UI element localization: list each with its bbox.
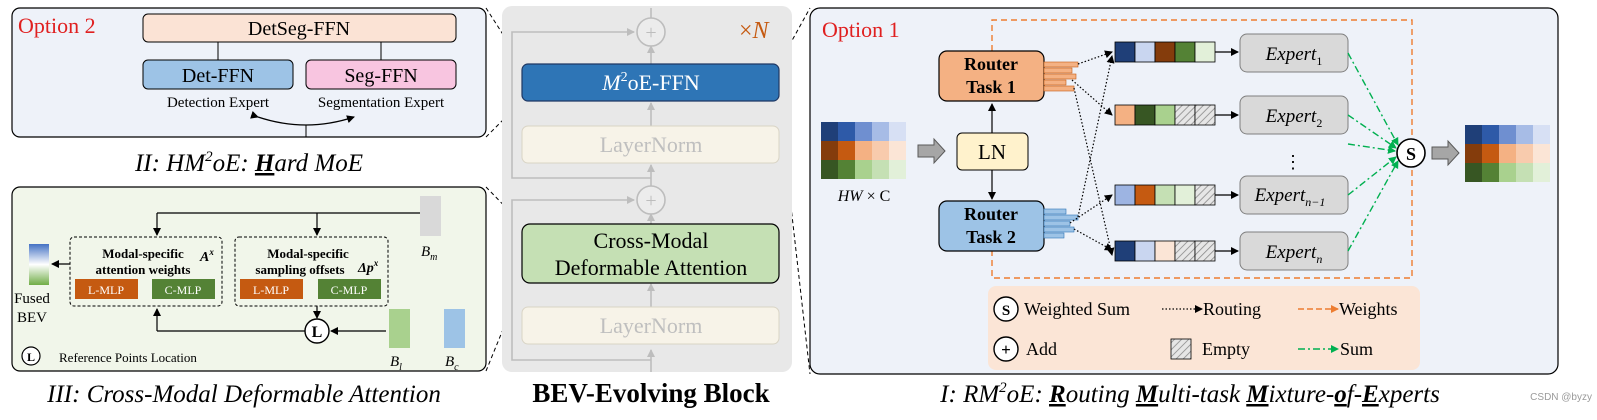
routing-moe-panel: Option 1 HW × C LN Router Task 1 [809,7,1559,375]
c-mlp-box-2 [318,279,381,299]
legend-box: S Weighted Sum Routing Weights + Add Emp… [988,286,1420,370]
watermark: CSDN @byzy [1530,392,1592,403]
l-symbol-text: L [312,324,323,341]
legend-add-icon [993,336,1019,362]
block-caption: BEV-Evolving Block [532,378,769,408]
expert-2-tokens [1114,104,1216,126]
hw-c-label: HW × C [837,188,891,205]
cross-modal-label-2: Deformable Attention [555,255,747,280]
experts-ellipsis: ⋮ [1284,152,1302,172]
routing-lines [1069,50,1115,256]
router-task-1-label-2: Task 1 [966,77,1016,97]
attention-weights-title-2: attention weights [96,262,191,277]
sampling-offsets-title-2: sampling offsets [255,262,344,277]
sum-lines [1347,52,1399,252]
seg-ffn-label: Seg-FFN [344,65,417,87]
cross-modal-label-1: Cross-Modal [594,228,709,253]
plus-bottom-text: + [645,190,656,212]
hard-moe-caption: II: HM2oE: Hard MoE [134,149,363,177]
expert-n-label: Expertn [1265,242,1323,266]
legend-add-plus: + [1001,340,1011,359]
legend-sum: Sum [1340,339,1373,359]
attention-weights-box [69,236,223,307]
layernorm-bottom-box [521,306,780,345]
l-mlp-label-2: L-MLP [253,283,289,297]
fused-bev-label-2: BEV [17,310,47,326]
input-arrow [917,137,946,165]
bc-bev-box [444,309,465,348]
l-mlp-box-1 [75,279,138,299]
legend-s-letter: S [1002,303,1010,319]
expert-n-1-label: Expertn−1 [1254,185,1326,209]
cross-modal-caption: III: Cross-Modal Deformable Attention [46,381,441,408]
l-mlp-box-2 [240,279,303,299]
router-task-1-label-1: Router [964,54,1018,74]
input-token-grid [821,122,906,179]
det-ffn-label: Det-FFN [182,65,254,87]
weights-path [991,19,1416,165]
sampling-offsets-box [234,236,389,307]
sampling-offsets-title-1: Modal-specific [267,246,349,261]
c-mlp-label-1: C-MLP [165,283,202,297]
detseg-ffn-box [142,13,457,43]
legend-weights: Weights [1339,299,1398,319]
moe-ffn-label: M2oE-FFN [601,70,700,95]
legend-empty: Empty [1202,339,1250,359]
residual-add-bottom [636,185,666,215]
router-task-1-bars [1043,61,1079,92]
option-2-label: Option 2 [18,13,96,38]
fused-bev-box [29,244,49,285]
fused-bev-label-1: Fused [14,291,50,307]
expert-1-tokens [1114,41,1216,63]
l-mlp-label-1: L-MLP [88,283,124,297]
expert-1-label: Expert1 [1265,44,1323,68]
output-token-grid [1465,125,1550,182]
ln-label: LN [978,140,1006,164]
expert-n-1-tokens [1114,184,1216,206]
plus-top-text: + [645,22,656,44]
expert-2-label: Expert2 [1265,106,1323,130]
sampling-symbol: Δpx [357,258,379,276]
c-mlp-box-1 [152,279,215,299]
seg-ffn-box [305,59,457,90]
output-arrow [1431,139,1460,167]
residual-add-top [636,17,666,47]
bl-bev-box [389,309,410,348]
router-task-2-label-1: Router [964,204,1018,224]
cross-modal-attention-box [521,223,780,284]
l-legend-symbol [21,346,41,366]
legend-add: Add [1026,339,1057,359]
legend-s-icon [993,296,1019,322]
cross-modal-panel: Bm Modal-specific attention weights Ax L… [11,186,487,373]
reference-points-label: Reference Points Location [59,350,197,365]
layernorm-top-box [521,125,780,164]
layernorm-top-label: LayerNorm [600,132,703,157]
repeat-n-label: ×N [739,18,771,44]
weighted-sum-node [1396,138,1426,168]
bl-label: Bl [390,354,402,373]
routing-caption: I: RM2oE: Routing Multi-task Mixture-of-… [939,380,1440,408]
legend-weighted-sum: Weighted Sum [1024,299,1130,319]
legend-routing: Routing [1203,299,1261,319]
bm-bev-box [420,196,441,236]
det-ffn-box [142,59,294,90]
expert-n-tokens [1114,240,1216,262]
detection-expert-label: Detection Expert [167,95,270,111]
detseg-ffn-label: DetSeg-FFN [248,18,350,40]
bev-evolving-block: ×N + + M2oE-FFN LayerNorm Cross-Modal De… [502,6,792,372]
segmentation-expert-label: Segmentation Expert [318,95,445,111]
option-1-label: Option 1 [822,17,900,42]
legend-empty-icon [1170,338,1192,360]
hard-moe-panel: Option 2 DetSeg-FFN Det-FFN Seg-FFN Dete… [11,7,487,138]
attention-weights-title-1: Modal-specific [102,246,184,261]
router-task-2-label-2: Task 2 [966,227,1016,247]
weighted-sum-symbol: S [1406,144,1416,164]
layernorm-bottom-label: LayerNorm [600,313,703,338]
c-mlp-label-2: C-MLP [331,283,368,297]
l-legend-letter: L [27,350,35,364]
moe-ffn-box [521,63,780,102]
